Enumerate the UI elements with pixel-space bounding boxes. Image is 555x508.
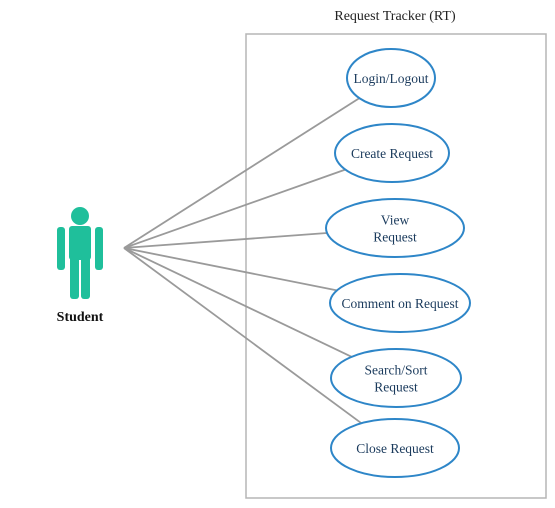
association-line-create [123, 168, 346, 249]
use-case-ellipse-comment [329, 273, 471, 333]
use-case-comment: Comment on Request [329, 273, 471, 333]
use-case-label-close-0: Close Request [356, 441, 434, 456]
use-case-ellipse-login [346, 48, 436, 108]
system-title: Request Tracker (RT) [334, 9, 456, 24]
use-case-create: Create Request [334, 123, 450, 183]
use-case-label-login-0: Login/Logout [354, 71, 429, 86]
student-actor-icon [57, 207, 103, 299]
use-case-label-view-1: Request [373, 230, 417, 245]
use-case-ellipse-create [334, 123, 450, 183]
use-case-ellipse-search [330, 348, 462, 408]
association-line-search [123, 247, 352, 358]
association-line-close [123, 247, 363, 425]
association-line-login [123, 97, 360, 249]
use-case-ellipse-close [330, 418, 460, 478]
use-case-ellipse-view [325, 198, 465, 258]
use-case-label-search-0: Search/Sort [365, 363, 428, 378]
use-case-label-create-0: Create Request [351, 146, 433, 161]
use-case-login: Login/Logout [346, 48, 436, 108]
actor-label: Student [57, 310, 104, 325]
use-case-label-view-0: View [381, 213, 410, 228]
use-case-label-search-1: Request [374, 380, 418, 395]
association-line-view [123, 232, 328, 249]
actor-student: Student [57, 207, 104, 325]
use-case-label-comment-0: Comment on Request [342, 296, 459, 311]
associations [123, 97, 363, 425]
use-case-close: Close Request [330, 418, 460, 478]
association-line-comment [123, 247, 338, 292]
